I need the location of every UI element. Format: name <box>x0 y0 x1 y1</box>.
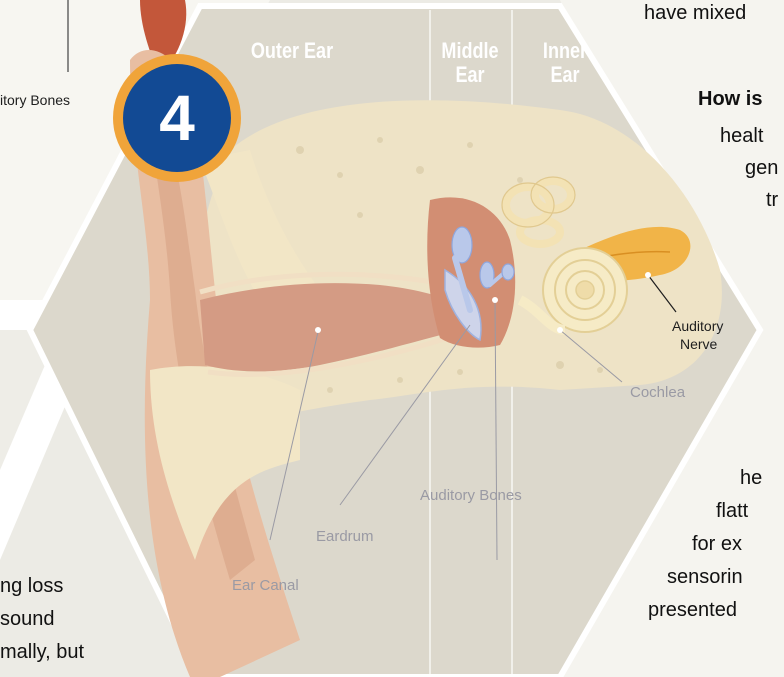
step-number: 4 <box>117 86 237 150</box>
article-right-line-1: healt <box>720 125 763 148</box>
auditory-nerve-label-line1: Auditory <box>672 318 723 334</box>
article-right-line-2: gen <box>745 157 778 180</box>
article-left-line-1: ng loss <box>0 575 63 598</box>
article-right-bottom-5: presented <box>648 599 737 622</box>
article-right-bottom-2: flatt <box>716 500 748 523</box>
article-right-top: have mixed <box>644 2 746 25</box>
article-right-line-3: tr <box>766 189 778 212</box>
cochlea-shape <box>543 248 627 332</box>
article-question: How is <box>698 88 762 111</box>
inner-ear-header-line1: Inner <box>524 40 606 62</box>
article-left-line-2: sound <box>0 608 55 631</box>
article-left-line-3: mally, but <box>0 641 84 664</box>
middle-ear-header-line2: Ear <box>429 64 511 86</box>
ear-canal-label: Ear Canal <box>232 577 299 594</box>
auditory-nerve-label-line2: Nerve <box>680 336 717 352</box>
eardrum-label: Eardrum <box>316 528 374 545</box>
inner-ear-header-line2: Ear <box>524 64 606 86</box>
article-right-bottom-3: for ex <box>692 533 742 556</box>
article-right-bottom-1: he <box>740 467 762 490</box>
middle-ear-header-line1: Middle <box>429 40 511 62</box>
article-right-bottom-4: sensorin <box>667 566 743 589</box>
cochlea-label: Cochlea <box>630 384 685 401</box>
auditory-bones-label: Auditory Bones <box>420 487 522 504</box>
auditory-bones-label-top: itory Bones <box>0 92 70 108</box>
outer-ear-header: Outer Ear <box>243 40 341 62</box>
